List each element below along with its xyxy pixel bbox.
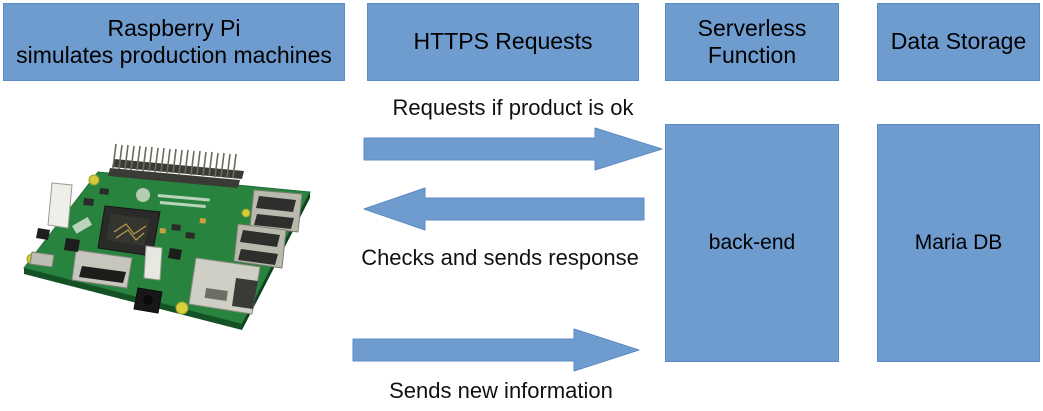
header-box-https-requests[interactable]: HTTPS Requests — [367, 3, 639, 81]
arrow-label-sends-new-information: Sends new information — [389, 378, 613, 403]
raspberry-pi-board-photo — [23, 143, 311, 330]
arrow-label-requests-if-product-is-ok: Requests if product is ok — [392, 95, 634, 120]
header-box-raspberry-pi[interactable]: Raspberry Pi simulates production machin… — [3, 3, 345, 81]
header-box-raspberry-pi-label: Raspberry Pi simulates production machin… — [16, 14, 332, 68]
tall-box-maria-db-label: Maria DB — [914, 230, 1003, 254]
tall-box-maria-db[interactable]: Maria DB — [877, 124, 1040, 362]
header-box-data-storage-label: Data Storage — [890, 28, 1027, 55]
arrow-sends-new-information[interactable] — [352, 327, 640, 373]
arrow-checks-and-sends-response[interactable] — [363, 186, 645, 232]
tall-box-back-end-label: back-end — [708, 230, 796, 254]
header-box-serverless-function[interactable]: Serverless Function — [665, 3, 839, 81]
arrow-label-checks-and-sends-response: Checks and sends response — [361, 245, 639, 270]
tall-box-back-end[interactable]: back-end — [665, 124, 839, 362]
header-box-serverless-function-label: Serverless Function — [697, 14, 807, 68]
arrow-requests-if-product-is-ok[interactable] — [363, 126, 663, 172]
header-box-data-storage[interactable]: Data Storage — [877, 3, 1040, 81]
header-box-https-requests-label: HTTPS Requests — [413, 28, 593, 55]
